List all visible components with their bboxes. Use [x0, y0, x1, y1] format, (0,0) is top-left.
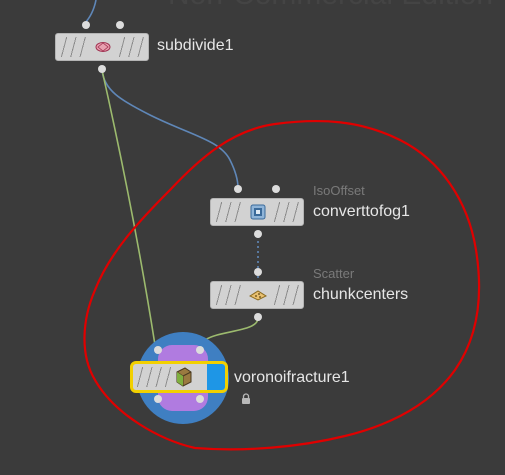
node-bypass-region[interactable]	[215, 202, 241, 222]
output-port[interactable]	[196, 395, 204, 403]
node-converttofog1[interactable]	[210, 198, 304, 226]
node-subdivide1[interactable]	[55, 33, 149, 61]
input-port[interactable]	[154, 346, 162, 354]
isooffset-icon	[247, 202, 269, 222]
wire-subdivide-to-isooffset[interactable]	[101, 69, 239, 189]
node-voronoifracture1[interactable]	[130, 361, 228, 393]
input-port[interactable]	[82, 21, 90, 29]
input-port[interactable]	[196, 346, 204, 354]
output-port[interactable]	[154, 395, 162, 403]
output-port[interactable]	[254, 313, 262, 321]
scatter-icon	[247, 285, 269, 305]
output-port[interactable]	[254, 230, 262, 238]
subdivide-icon	[92, 37, 114, 57]
voronoi-fracture-icon	[171, 366, 195, 388]
node-bypass-region[interactable]	[60, 37, 86, 57]
node-name-voronoifracture1: voronoifracture1	[234, 369, 350, 386]
node-display-region[interactable]	[118, 37, 144, 57]
node-type-isooffset: IsoOffset	[313, 183, 365, 198]
node-name-chunkcenters: chunkcenters	[313, 286, 409, 303]
annotation-red-circle	[83, 119, 481, 451]
node-display-region[interactable]	[273, 285, 299, 305]
input-port[interactable]	[116, 21, 124, 29]
display-flag[interactable]	[207, 364, 225, 390]
node-chunkcenters[interactable]	[210, 281, 304, 309]
node-name-subdivide1: subdivide1	[157, 37, 234, 54]
watermark: Non-Commercial Edition	[168, 0, 493, 12]
node-bypass-region[interactable]	[215, 285, 241, 305]
input-port[interactable]	[254, 268, 262, 276]
input-port[interactable]	[234, 185, 242, 193]
node-name-converttofog1: converttofog1	[313, 203, 410, 220]
node-bypass-region[interactable]	[136, 367, 172, 387]
wire-subdivide-to-voronoi[interactable]	[101, 69, 156, 346]
lock-icon[interactable]	[240, 392, 252, 404]
node-type-scatter: Scatter	[313, 266, 355, 281]
node-display-region[interactable]	[273, 202, 299, 222]
output-port[interactable]	[98, 65, 106, 73]
input-port[interactable]	[272, 185, 280, 193]
